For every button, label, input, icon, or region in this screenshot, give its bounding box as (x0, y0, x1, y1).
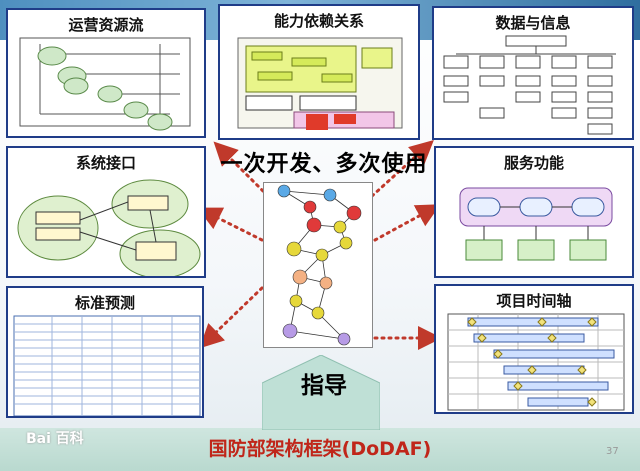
panel-title: 数据与信息 (495, 14, 571, 32)
framework-title: 国防部架构框架(DoDAF) (208, 438, 432, 460)
panel-operational-resource-flow: 运营资源流 (6, 8, 206, 138)
guidance-house-shape (262, 355, 380, 430)
panel-title: 运营资源流 (68, 16, 144, 34)
project-timeline-gantt (447, 313, 625, 411)
panel-data-information: 数据与信息 (432, 6, 634, 140)
panel-project-timeline: 项目时间轴 (434, 284, 634, 414)
panel-service-function: 服务功能 (434, 146, 634, 278)
node-graph (277, 184, 362, 346)
standard-forecast-table (13, 315, 201, 416)
system-interface-diagram (17, 179, 201, 276)
arrow-to-data (370, 139, 434, 198)
panel-title: 系统接口 (75, 154, 136, 172)
baidu-watermark: Bai 百科 (26, 431, 84, 447)
panel-standard-forecast: 标准预测 (6, 286, 204, 418)
arrow-to-standard (199, 286, 264, 349)
service-function-diagram (459, 187, 613, 261)
arrow-to-service (373, 204, 441, 242)
capability-dependency-diagram (237, 37, 403, 130)
page-number: 37 (606, 446, 619, 457)
guide-label: 指导 (301, 373, 347, 399)
center-node-graph (263, 182, 373, 348)
operational-flow-diagram (19, 37, 191, 131)
panel-title: 能力依赖关系 (273, 12, 364, 30)
panel-system-interface: 系统接口 (6, 146, 206, 278)
data-information-tree (443, 35, 616, 135)
panel-title: 服务功能 (503, 154, 564, 172)
panel-title: 标准预测 (74, 294, 135, 312)
panel-title: 项目时间轴 (496, 292, 572, 310)
center-slogan: 一次开发、多次使用 (220, 152, 428, 177)
panel-capability-dependency: 能力依赖关系 (218, 4, 420, 140)
arrow-to-system (197, 207, 264, 242)
framework-base-band (0, 428, 640, 471)
